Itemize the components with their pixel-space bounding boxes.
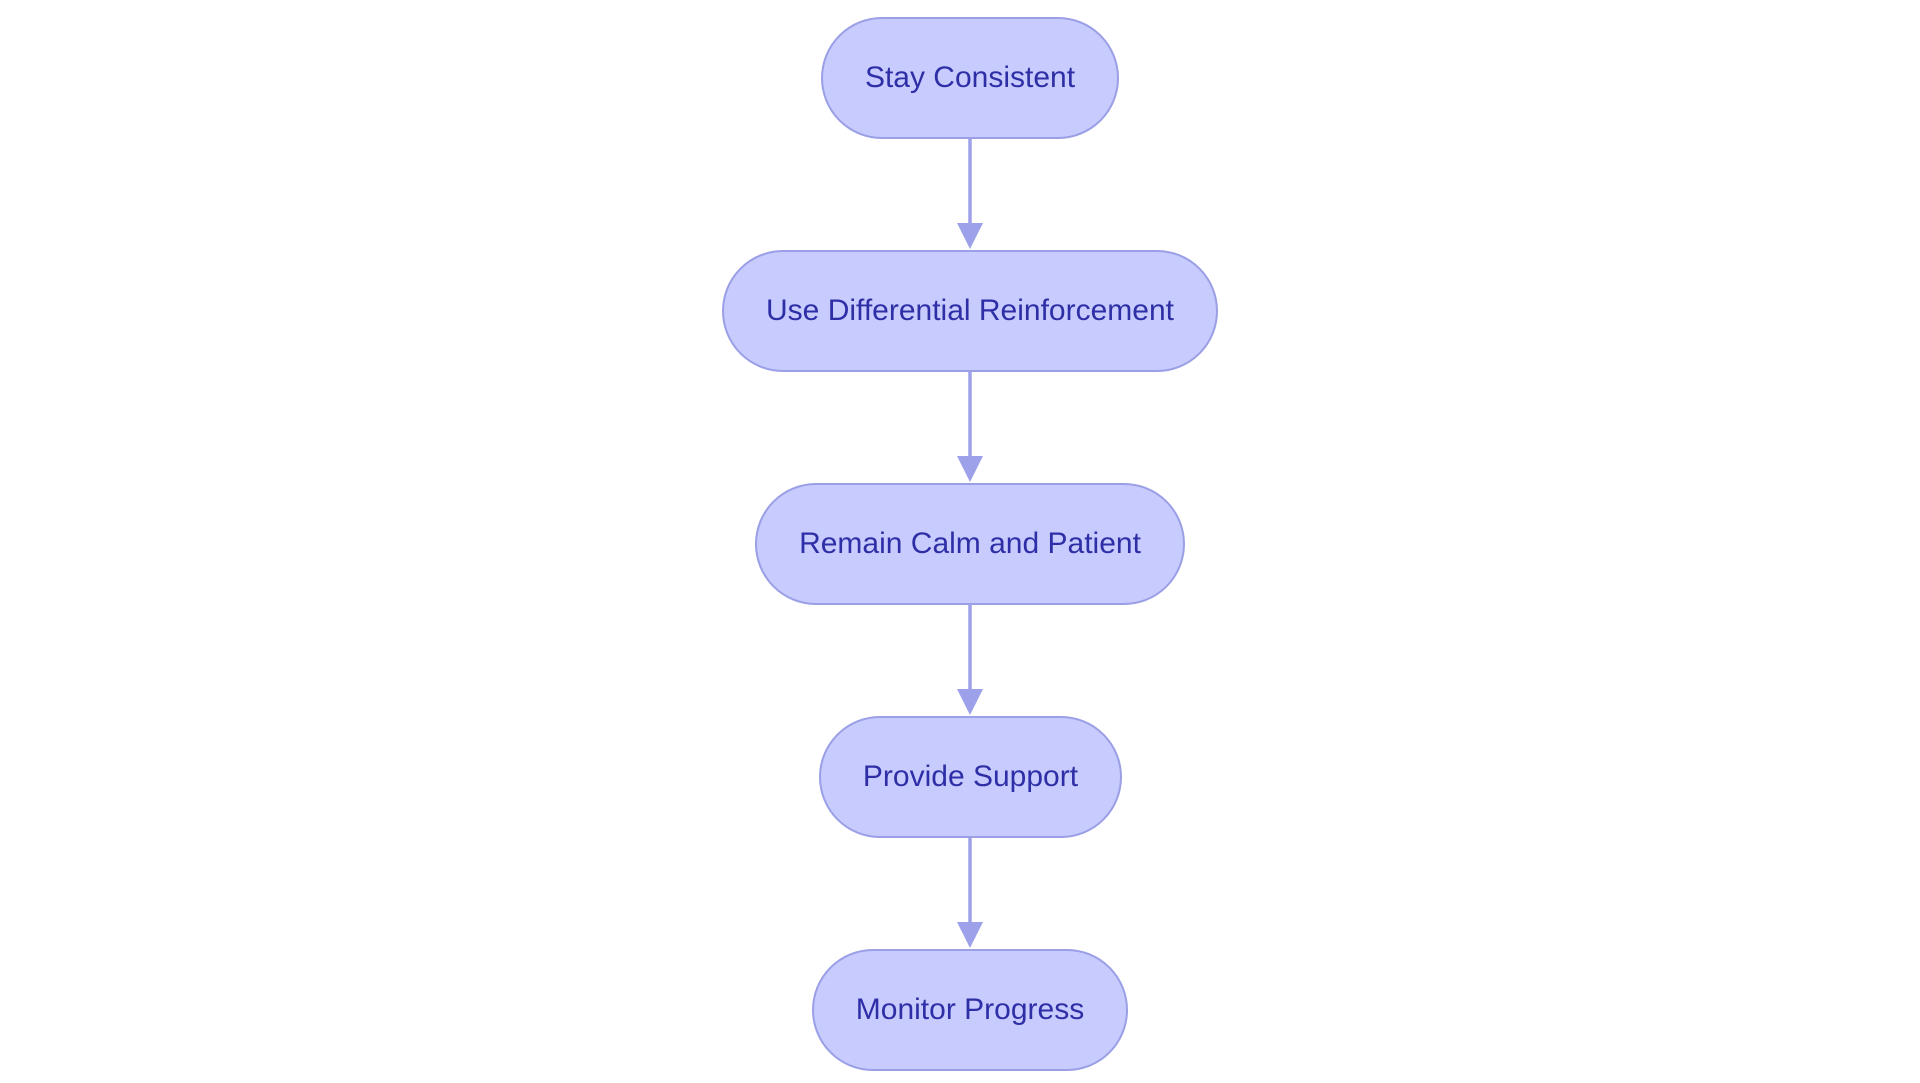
arrowhead-icon xyxy=(957,689,983,715)
node-provide-support: Provide Support xyxy=(819,716,1122,838)
arrowhead-icon xyxy=(957,456,983,482)
node-stay-consistent: Stay Consistent xyxy=(821,17,1119,139)
arrowhead-icon xyxy=(957,223,983,249)
node-remain-calm-and-patient: Remain Calm and Patient xyxy=(755,483,1185,605)
node-monitor-progress: Monitor Progress xyxy=(812,949,1128,1071)
node-use-differential-reinforcement: Use Differential Reinforcement xyxy=(722,250,1218,372)
arrowhead-icon xyxy=(957,922,983,948)
